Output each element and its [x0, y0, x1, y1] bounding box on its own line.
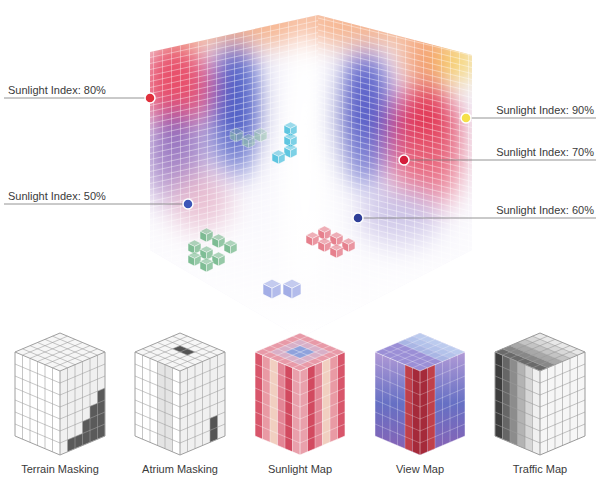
map-cell: [323, 358, 331, 445]
map-cell: [338, 352, 346, 439]
voxel: [318, 238, 331, 252]
map-cell: [263, 355, 271, 442]
voxel: [242, 134, 255, 148]
callout-label: Sunlight Index: 80%: [8, 84, 106, 97]
voxel: [200, 258, 213, 272]
cube-ground: [140, 10, 480, 340]
sample-dot: [145, 93, 155, 103]
voxel: [283, 279, 301, 299]
voxel-cluster: [306, 226, 355, 258]
leader-lines: [4, 98, 596, 218]
map-cell: [405, 365, 413, 452]
map-caption: View Map: [396, 463, 444, 476]
sample-dot: [353, 213, 363, 223]
voxel-cube: [140, 5, 480, 340]
map-cell: [255, 352, 263, 439]
map-cell: [420, 368, 428, 455]
map-caption: Traffic Map: [513, 463, 567, 476]
voxel-cluster: [272, 122, 297, 164]
voxel: [284, 144, 297, 158]
view-icon: [375, 333, 465, 455]
voxel: [272, 150, 285, 164]
sample-dot: [183, 199, 193, 209]
map-caption: Atrium Masking: [142, 463, 218, 476]
voxel: [230, 128, 243, 142]
leader-line: [363, 218, 596, 219]
map-cell: [503, 355, 511, 442]
leader-line: [4, 204, 183, 205]
voxel: [200, 228, 213, 242]
map-cell: [300, 368, 308, 455]
map-cell: [518, 362, 526, 449]
callout-label: Sunlight Index: 70%: [496, 146, 594, 159]
voxel-cluster: [230, 128, 267, 148]
map-cell: [413, 368, 421, 455]
voxel: [330, 244, 343, 258]
voxel: [254, 128, 267, 142]
voxel: [212, 252, 225, 266]
map-cell: [293, 368, 301, 455]
traffic-icon: [495, 333, 585, 455]
voxel: [188, 252, 201, 266]
terrain-icon: [15, 333, 105, 455]
sunlight-icon: [255, 333, 345, 455]
map-caption: Sunlight Map: [268, 463, 332, 476]
map-cell: [330, 355, 338, 442]
leader-line: [471, 118, 596, 119]
sample-dot: [461, 113, 471, 123]
map-cell: [315, 362, 323, 449]
callout-label: Sunlight Index: 60%: [496, 204, 594, 217]
atrium-icon: [135, 333, 225, 455]
cube-grid: [375, 333, 465, 455]
map-cell: [495, 352, 503, 439]
callout-label: Sunlight Index: 90%: [496, 104, 594, 117]
voxel-cluster: [263, 279, 301, 299]
map-cell: [533, 368, 541, 455]
map-caption: Terrain Masking: [21, 463, 99, 476]
leader-line: [409, 160, 596, 161]
map-cell: [308, 365, 316, 452]
map-cell: [510, 358, 518, 445]
voxel: [212, 234, 225, 248]
map-cell: [278, 362, 286, 449]
cube-grid: [135, 333, 225, 455]
cube-grid: [495, 333, 585, 455]
voxel: [342, 238, 355, 252]
voxel: [306, 232, 319, 246]
map-cell: [285, 365, 293, 452]
map-cell: [525, 365, 533, 452]
sample-dot: [399, 155, 409, 165]
map-cell: [270, 358, 278, 445]
voxel-cluster: [188, 228, 237, 272]
cube-grid: [255, 333, 345, 455]
callout-label: Sunlight Index: 50%: [8, 190, 106, 203]
cube-fade: [140, 10, 480, 340]
map-cell: [428, 365, 436, 452]
cube-grid: [15, 333, 105, 455]
voxel: [224, 240, 237, 254]
leader-line: [4, 98, 145, 99]
sample-dots: [145, 93, 471, 223]
voxel: [263, 279, 281, 299]
